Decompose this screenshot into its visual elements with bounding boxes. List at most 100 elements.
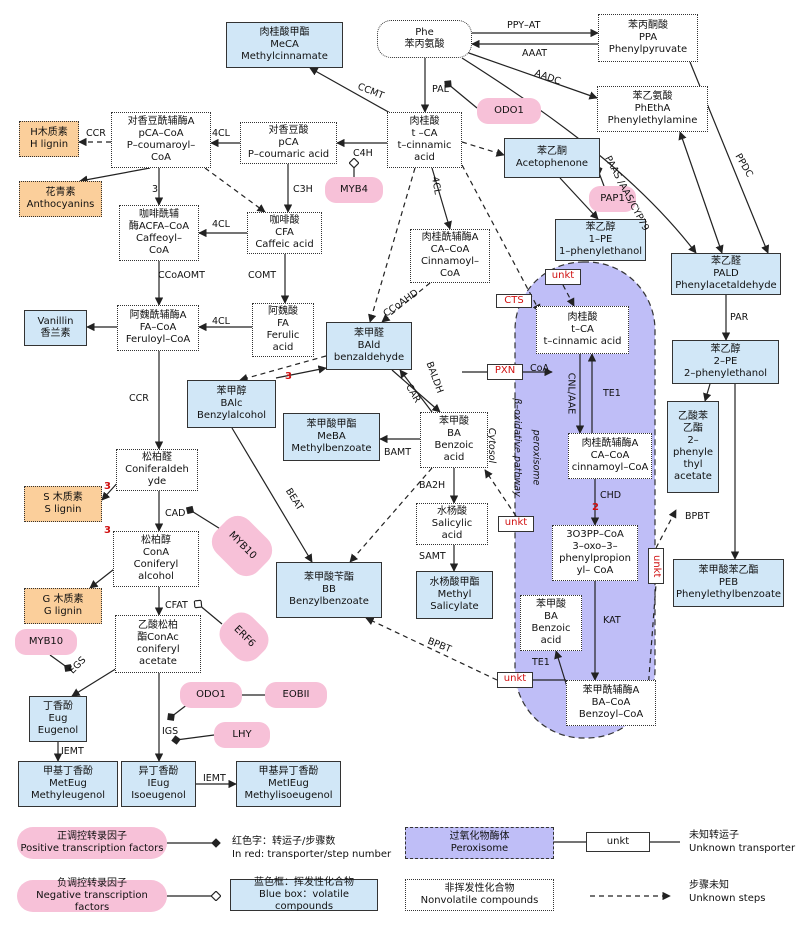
arrow-tca-cacoa (431, 167, 452, 230)
enzyme-ppyat: PPY–AT (507, 20, 541, 31)
node-eug: 丁香酚 Eug Eugenol (29, 696, 87, 742)
arrow-phetha-pald (678, 131, 724, 254)
legend-unknown-transporter: 未知转运子 Unknown transporter (689, 830, 796, 854)
node-phe: Phe 苯丙氨酸 (377, 20, 472, 58)
node-bb: 苯甲酸苄酯 BB Benzylbenzoate (276, 562, 382, 618)
node-metieug: 甲基异丁香酚 MetIEug Methylisoeugenol (236, 761, 341, 807)
transporter-unkt-bottom: unkt (497, 672, 533, 688)
node-pca: 对香豆酸 pCA P–coumaric acid (240, 122, 337, 164)
legend-unknown-steps: 步骤未知 Unknown steps (689, 880, 766, 904)
tf-myb4: MYB4 (325, 177, 383, 203)
enzyme-cfat: CFAT (165, 600, 188, 611)
arrow-balc-bald (275, 365, 327, 379)
node-pcacoa: 对香豆酰辅酶A pCA–CoA P–coumaroyl– CoA (111, 112, 211, 168)
label-beta-oxidation: β–oxidative pathway (511, 398, 523, 497)
enzyme-par: PAR (730, 312, 749, 323)
enzyme-cnl-aae: CNL/AAE (565, 372, 577, 415)
enzyme-ccr-mid: CCR (129, 393, 149, 404)
legend-peroxisome: 过氧化物酶体 Peroxisome (405, 827, 554, 859)
node-facoa: 阿魏酰辅酶A FA–CoA Feruloyl–CoA (117, 305, 199, 351)
arrow-myb10-reg (185, 505, 223, 531)
arrow-pe2-phea (703, 383, 712, 402)
node-conald: 松柏醛 Coniferaldeh yde (116, 449, 198, 491)
arrow-unkt3-peb (655, 509, 677, 549)
node-phea: 乙酸苯 乙酯 2– phenyle thyl acetate (667, 401, 719, 493)
node-glignin: G 木质素 G lignin (24, 588, 102, 624)
legend-positive-tf: 正调控转录因子 Positive transcription factors (17, 827, 167, 859)
tf-pap1: PAP1 (589, 186, 636, 212)
enzyme-chd: CHD (600, 490, 622, 501)
node-cacoa2: 肉桂酰辅酶A CA–CoA cinnamoyl–CoA (568, 433, 652, 479)
step-number-bald: 3 (285, 371, 292, 382)
node-slignin: S 木质素 S lignin (24, 486, 102, 522)
node-cacoa: 肉桂酰辅酶A CA–CoA Cinnamoyl– CoA (410, 229, 490, 283)
step-number-glignin: 3 (104, 525, 111, 536)
enzyme-4cl-1: 4CL (212, 128, 230, 139)
node-pald: 苯乙醛 PALD Phenylacetaldehyde (671, 253, 781, 295)
arrow-odo1-reg (444, 80, 478, 109)
enzyme-ccr-top: CCR (86, 128, 106, 139)
node-fa: 阿魏酸 FA Ferulic acid (252, 303, 314, 357)
label-cytosol: Cytosol (486, 427, 498, 464)
enzyme-4cl-2: 4CL (212, 219, 230, 230)
arrow-myb10l-reg (49, 654, 72, 672)
node-balc: 苯甲醇 BAlc Benzylalcohol (187, 380, 276, 428)
enzyme-c4h: C4H (353, 148, 373, 159)
node-conalc: 松柏醇 ConA Coniferyl alcohol (113, 531, 199, 587)
enzyme-pal: PAL (432, 84, 449, 95)
enzyme-comt: COMT (248, 270, 277, 281)
node-ppa: 苯丙酮酸 PPA Phenylpyruvate (598, 14, 698, 62)
node-ieug: 异丁香酚 IEug Isoeugenol (121, 761, 196, 807)
arrow-phe-phetha (465, 51, 598, 100)
enzyme-aaat: AAAT (522, 48, 548, 59)
node-mesa: 水杨酸甲酯 Methyl Salicylate (416, 571, 493, 619)
arrow-erf6-reg (198, 604, 223, 625)
arrow-acetophenone-pe1 (559, 177, 599, 220)
enzyme-iemt-left: IEMT (61, 746, 84, 757)
arrow-cacoa-bald (381, 282, 431, 323)
enzyme-te1-b: TE1 (532, 657, 550, 668)
transporter-unkt-top: unkt (545, 269, 581, 285)
enzyme-samt: SAMT (419, 551, 446, 562)
enzyme-bamt: BAMT (384, 447, 412, 458)
arrow-ba-bald (399, 369, 433, 413)
enzyme-igs: IGS (162, 726, 179, 737)
arrow-lhy-reg (171, 734, 215, 745)
enzyme-4cl-4: 4CL (212, 316, 230, 327)
node-phetha: 苯乙氨酸 PhEthA Phenylethylamine (597, 86, 708, 132)
node-meteug: 甲基丁香酚 MetEug Methyleugenol (18, 761, 118, 807)
step-number-chd: 2 (592, 502, 599, 513)
transporter-unkt-mid: unkt (498, 516, 534, 532)
arrow-pcacoa-anthocyanins (79, 167, 151, 184)
legend-nonvolatile: 非挥发性化合物 Nonvolatile compounds (405, 879, 554, 911)
arrow-bald-balc (239, 355, 327, 383)
legend-red-text: 红色字：转运子/步骤数 In red: transporter/step num… (232, 836, 392, 860)
node-pe2: 苯乙醇 2–PE 2–phenylethanol (672, 340, 779, 384)
arrow-conac-eug (71, 664, 123, 697)
arrow-pcacoa-cfa (204, 167, 266, 213)
node-cfa: 咖啡酸 CFA Caffeic acid (247, 212, 322, 254)
node-meba: 苯甲酸甲酯 MeBA Methylbenzoate (283, 413, 380, 461)
node-conac: 乙酸松柏 酯ConAc coniferyl acetate (115, 615, 201, 673)
node-bald: 苯甲醛 BAld benzaldehyde (326, 322, 412, 370)
node-ba: 苯甲酸 BA Benzoic acid (420, 412, 488, 468)
tf-eobii: EOBII (265, 682, 327, 708)
node-acetophenone: 苯乙酮 Acetophenone (504, 138, 600, 178)
node-bacoa: 苯甲酰辅酶A BA–CoA Benzoyl–CoA (566, 680, 656, 726)
arrow-tca-tca2 (461, 164, 541, 313)
enzyme-te1-a: TE1 (603, 388, 621, 399)
node-hlignin: H木质素 H lignin (19, 121, 79, 157)
enzyme-ccoaomt: CCoAOMT (158, 270, 205, 281)
node-oxo: 3O3PP–CoA 3–oxo–3– phenylpropion yl– CoA (552, 525, 638, 581)
enzyme-coa: CoA (530, 363, 549, 374)
node-sa: 水杨酸 Salicylic acid (416, 503, 488, 545)
arrow-tca-acetophenone (461, 141, 505, 157)
enzyme-3: 3 (152, 184, 159, 195)
tf-odo1-bottom: ODO1 (180, 682, 242, 708)
arrow-balc-bb (231, 427, 313, 563)
node-peb: 苯甲酸苯乙酯 PEB Phenylethylbenzoate (673, 559, 784, 607)
arrow-unkt1-tca2 (562, 284, 575, 307)
arrow-ba-bb (349, 467, 433, 563)
node-tca: 肉桂酸 t –CA t–cinnamic acid (387, 112, 462, 168)
legend-unkt-box: unkt (586, 832, 650, 852)
